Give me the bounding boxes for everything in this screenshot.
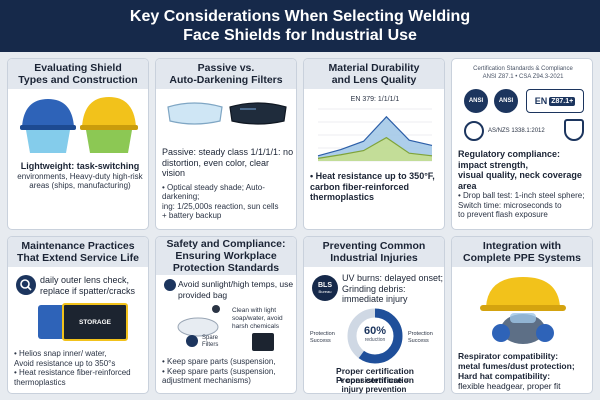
card-title: Maintenance Practices That Extend Servic…: [8, 237, 148, 267]
user-icon: [186, 335, 198, 347]
page-title-line2: Face Shields for Industrial Use: [183, 27, 417, 44]
card-title: Passive vs. Auto-Darkening Filters: [156, 59, 296, 89]
chart-series-line-1: [317, 136, 433, 159]
shield-logo-icon: [564, 119, 584, 141]
card-title: Evaluating Shield Types and Construction: [8, 59, 148, 89]
card-safety-compliance: Safety and Compliance: Ensuring Workplac…: [155, 236, 297, 394]
card-injuries: Preventing Common Industrial Injuries BL…: [303, 236, 445, 394]
injury-text-line4: injury prevention: [341, 385, 407, 394]
respirator-icon: [492, 313, 554, 344]
card-title: Material Durability and Lens Quality: [304, 59, 444, 89]
sun-icon: [164, 279, 176, 291]
card-title: Integration with Complete PPE Systems: [452, 237, 592, 267]
card-maintenance: Maintenance Practices That Extend Servic…: [7, 236, 149, 394]
storage-bag-label: STORAGE: [62, 303, 128, 341]
cleaning-illustration: [177, 305, 220, 337]
card-certification: Certification Standards & Compliance ANS…: [451, 58, 593, 230]
en-z87-logo: EN Z87.1+: [526, 89, 584, 113]
donut-value-arc: [347, 308, 403, 364]
chart-series-area-1: [318, 137, 432, 161]
storage-bag-icon: [38, 305, 66, 339]
yellow-helmet-icon: [80, 97, 138, 153]
card-shield-types: Evaluating Shield Types and Construction…: [7, 58, 149, 230]
injury-text-line3: + consistent use =: [339, 376, 409, 385]
card-material: Material Durability and Lens Quality EN …: [303, 58, 445, 230]
card-ppe-integration: Integration with Complete PPE Systems Re…: [451, 236, 593, 394]
ansi-logo: ANSI: [464, 89, 488, 113]
card-filters: Passive vs. Auto-Darkening Filters Passi…: [155, 58, 297, 230]
ce-mark-icon: [464, 121, 484, 141]
search-icon: [16, 275, 36, 295]
donut-sub: reduction: [364, 337, 386, 343]
helmets-illustration: [20, 97, 138, 153]
chart-caption: EN 379: 1/1/1/1: [350, 96, 400, 103]
donut-value: 60%: [363, 325, 387, 337]
hard-hat-icon: [480, 277, 566, 311]
page-header: Key Considerations When Selecting Weldin…: [0, 0, 600, 52]
blue-helmet-icon: [20, 99, 76, 153]
card-title: Preventing Common Industrial Injuries: [304, 237, 444, 267]
chart-series-line-0: [317, 115, 433, 157]
ppe-helmet-respirator-illustration: [480, 277, 566, 344]
donut-chart: [347, 308, 403, 364]
card-title: Safety and Compliance: Ensuring Workplac…: [156, 237, 296, 275]
as-nzs-label: AS/NZS 1338.1:2012: [488, 128, 545, 134]
page-title-line1: Key Considerations When Selecting Weldin…: [129, 8, 471, 25]
clear-goggles-icon: [167, 102, 223, 125]
bls-badge-icon: BLS Bureau: [312, 275, 338, 301]
material-chart: [317, 108, 433, 162]
filter-box-icon: [252, 333, 274, 351]
goggles-illustration: [167, 102, 287, 125]
dark-goggles-icon: [229, 102, 287, 125]
ansi-logo-2: ANSI: [494, 89, 518, 113]
